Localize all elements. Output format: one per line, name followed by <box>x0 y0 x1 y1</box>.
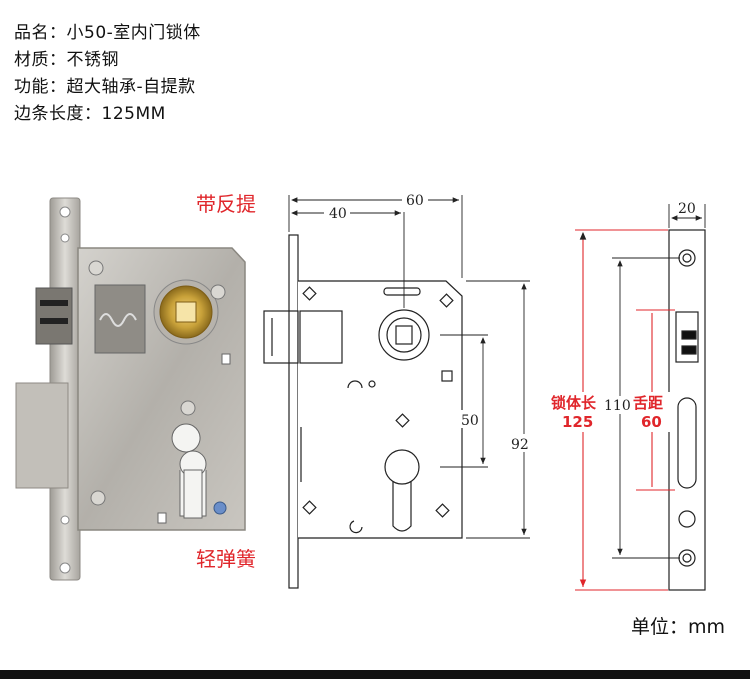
label-20: 20 <box>678 201 696 217</box>
spring <box>99 313 137 327</box>
label-125: 125 <box>562 413 593 431</box>
faceplate-hole <box>60 515 70 525</box>
faceplate-screw-hole-top <box>59 206 71 218</box>
screw <box>88 260 104 276</box>
bottom-bar <box>0 670 750 679</box>
spec-line-name: 品名：小50-室内门锁体 <box>14 23 201 43</box>
screw <box>210 284 226 300</box>
label-latch-distance: 舌距 <box>633 394 663 412</box>
faceplate-screw-hole-bottom <box>59 562 71 574</box>
front-spindle-inner <box>386 317 422 353</box>
front-cylinder <box>384 449 420 485</box>
bolt-block <box>15 382 69 489</box>
faceplate-hole <box>60 233 70 243</box>
front-dimensions <box>288 195 530 539</box>
spec-line-material: 材质：不锈钢 <box>14 50 119 70</box>
front-drawing <box>263 234 463 589</box>
front-case <box>298 280 463 539</box>
label-50: 50 <box>461 413 479 429</box>
callout-light-spring: 轻弹簧 <box>196 547 256 571</box>
screw <box>180 400 196 416</box>
label-lock-body-length: 锁体长 <box>551 394 597 412</box>
latch-tongue <box>35 287 73 345</box>
unit-label: 单位：mm <box>631 616 726 638</box>
side-bolt-opening <box>677 397 697 489</box>
label-110: 110 <box>604 398 631 414</box>
screw <box>213 501 227 515</box>
front-latch <box>263 310 299 364</box>
screw <box>90 490 106 506</box>
callout-anti-lift: 带反提 <box>196 192 256 216</box>
front-spindle-outer <box>378 309 430 361</box>
side-hole <box>678 510 696 528</box>
label-92: 92 <box>511 437 529 453</box>
side-drawing <box>668 229 706 591</box>
label-40: 40 <box>329 206 347 222</box>
label-60: 60 <box>406 193 424 209</box>
spec-line-function: 功能：超大轴承-自提款 <box>14 77 196 97</box>
spring-cavity <box>94 284 146 354</box>
front-faceplate <box>288 234 299 589</box>
spec-list: 品名：小50-室内门锁体 材质：不锈钢 功能：超大轴承-自提款 边条长度：125… <box>14 20 201 128</box>
spindle-square <box>175 301 197 323</box>
spec-line-faceplate-length: 边条长度：125MM <box>14 104 166 124</box>
label-latch-60: 60 <box>641 413 662 431</box>
lock-photo <box>15 197 246 581</box>
